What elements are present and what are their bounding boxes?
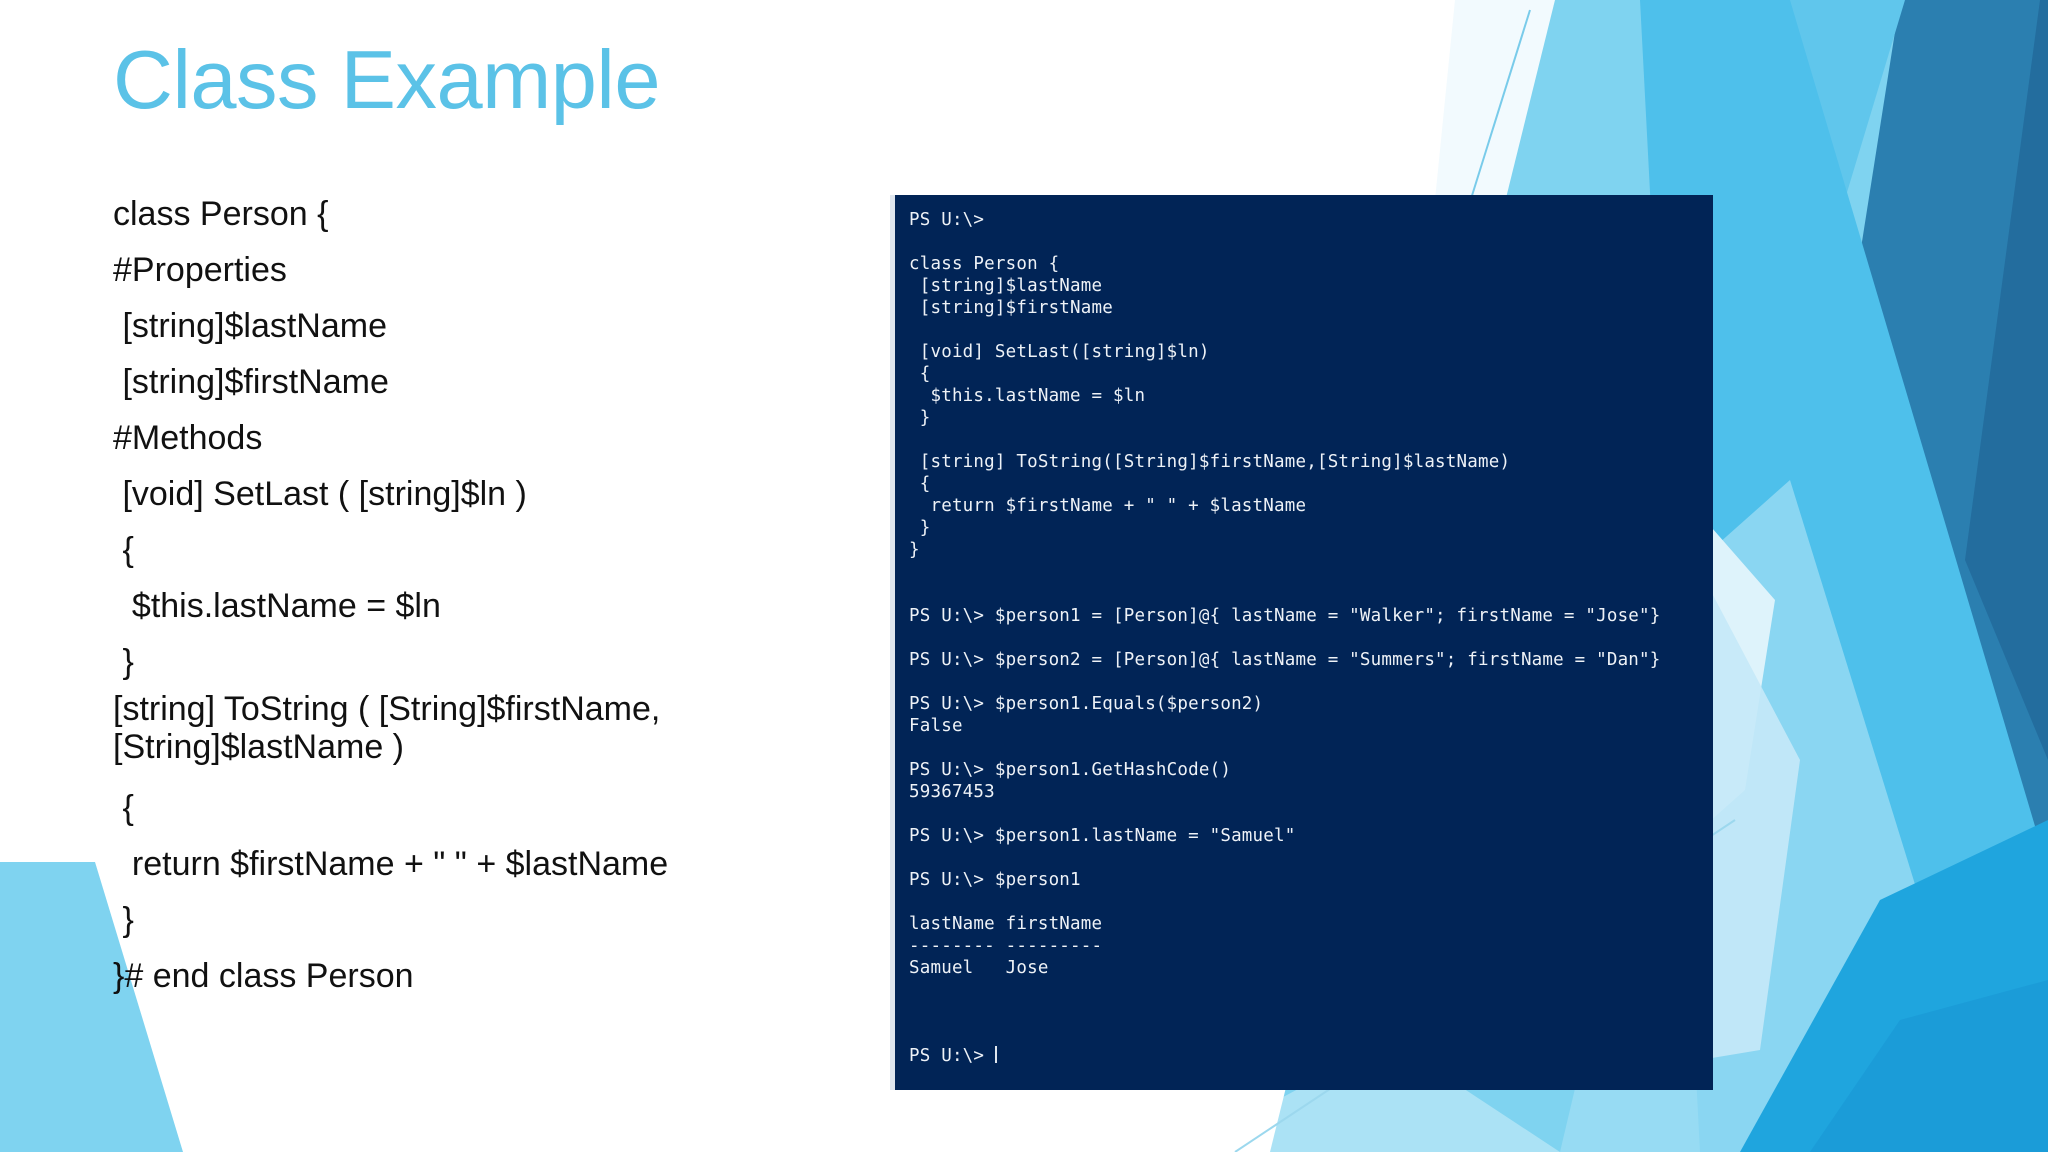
- code-line: [string] ToString ( [String]$firstName, …: [113, 690, 670, 766]
- console-line: [909, 561, 1713, 583]
- powershell-console-output: PS U:\>class Person { [string]$lastName …: [895, 195, 1713, 1067]
- console-line: [909, 627, 1713, 649]
- console-line: Samuel Jose: [909, 958, 1049, 978]
- console-line: [909, 1023, 1713, 1045]
- console-line: PS U:\>: [909, 210, 985, 230]
- console-line: return $firstName + " " + $lastName: [909, 496, 1307, 516]
- deco-shape-azure-bottom-2: [1810, 980, 2048, 1152]
- code-line: #Properties: [113, 251, 287, 289]
- console-line: False: [909, 716, 963, 736]
- console-line: [909, 671, 1713, 693]
- console-line: [909, 737, 1713, 759]
- console-line: [void] SetLast([string]$ln): [909, 342, 1210, 362]
- console-cursor: [994, 1046, 997, 1063]
- console-line: [909, 429, 1713, 451]
- deco-shape-azure-bottom: [1740, 820, 2048, 1152]
- console-line: [909, 319, 1713, 341]
- code-line: [string]$firstName: [113, 363, 389, 401]
- powershell-console-window[interactable]: PS U:\>class Person { [string]$lastName …: [890, 195, 1713, 1090]
- code-line: return $firstName + " " + $lastName: [113, 845, 669, 883]
- console-line: [string]$lastName: [909, 276, 1103, 296]
- console-line: class Person {: [909, 254, 1060, 274]
- console-line: PS U:\> $person1.Equals($person2): [909, 694, 1264, 714]
- page-title: Class Example: [113, 33, 661, 126]
- deco-shape-pale-left: [1700, 580, 1800, 1060]
- console-line: }: [909, 408, 931, 428]
- console-prompt: PS U:\>: [909, 1046, 995, 1066]
- code-line: $this.lastName = $ln: [113, 587, 441, 625]
- console-line: [909, 1001, 1713, 1023]
- console-line: PS U:\> $person1 = [Person]@{ lastName =…: [909, 606, 1661, 626]
- console-line: PS U:\> $person1.lastName = "Samuel": [909, 826, 1296, 846]
- console-line: [909, 847, 1713, 869]
- code-line: [string]$lastName: [113, 307, 387, 345]
- console-line: }: [909, 540, 920, 560]
- code-line: #Methods: [113, 419, 263, 457]
- console-line: PS U:\> $person2 = [Person]@{ lastName =…: [909, 650, 1661, 670]
- console-line: [string]$firstName: [909, 298, 1113, 318]
- deco-shape-steel-2: [1965, 0, 2048, 760]
- console-line: [909, 979, 1713, 1001]
- code-line: }: [113, 901, 134, 939]
- console-line: -------- ---------: [909, 936, 1103, 956]
- deco-shape-steel-right: [1790, 0, 2048, 1000]
- code-body-text: class Person { #Properties [string]$lastN…: [113, 186, 773, 1004]
- console-line: lastName firstName: [909, 914, 1103, 934]
- code-line: {: [113, 531, 134, 569]
- code-line: }# end class Person: [113, 957, 414, 995]
- console-line: $this.lastName = $ln: [909, 386, 1146, 406]
- console-line: [string] ToString([String]$firstName,[St…: [909, 452, 1511, 472]
- console-line: 59367453: [909, 782, 995, 802]
- console-line: [909, 891, 1713, 913]
- code-line: [void] SetLast ( [string]$ln ): [113, 475, 527, 513]
- console-line: PS U:\> $person1.GetHashCode(): [909, 760, 1232, 780]
- code-line: }: [113, 643, 134, 681]
- console-line: [909, 803, 1713, 825]
- console-line: }: [909, 518, 931, 538]
- code-line: class Person {: [113, 195, 329, 233]
- console-line: [909, 231, 1713, 253]
- console-line: PS U:\> $person1: [909, 870, 1081, 890]
- console-line: {: [909, 364, 931, 384]
- console-line: {: [909, 474, 931, 494]
- code-line: {: [113, 789, 134, 827]
- console-line: [909, 583, 1713, 605]
- console-prompt-line[interactable]: PS U:\>: [909, 1045, 1713, 1067]
